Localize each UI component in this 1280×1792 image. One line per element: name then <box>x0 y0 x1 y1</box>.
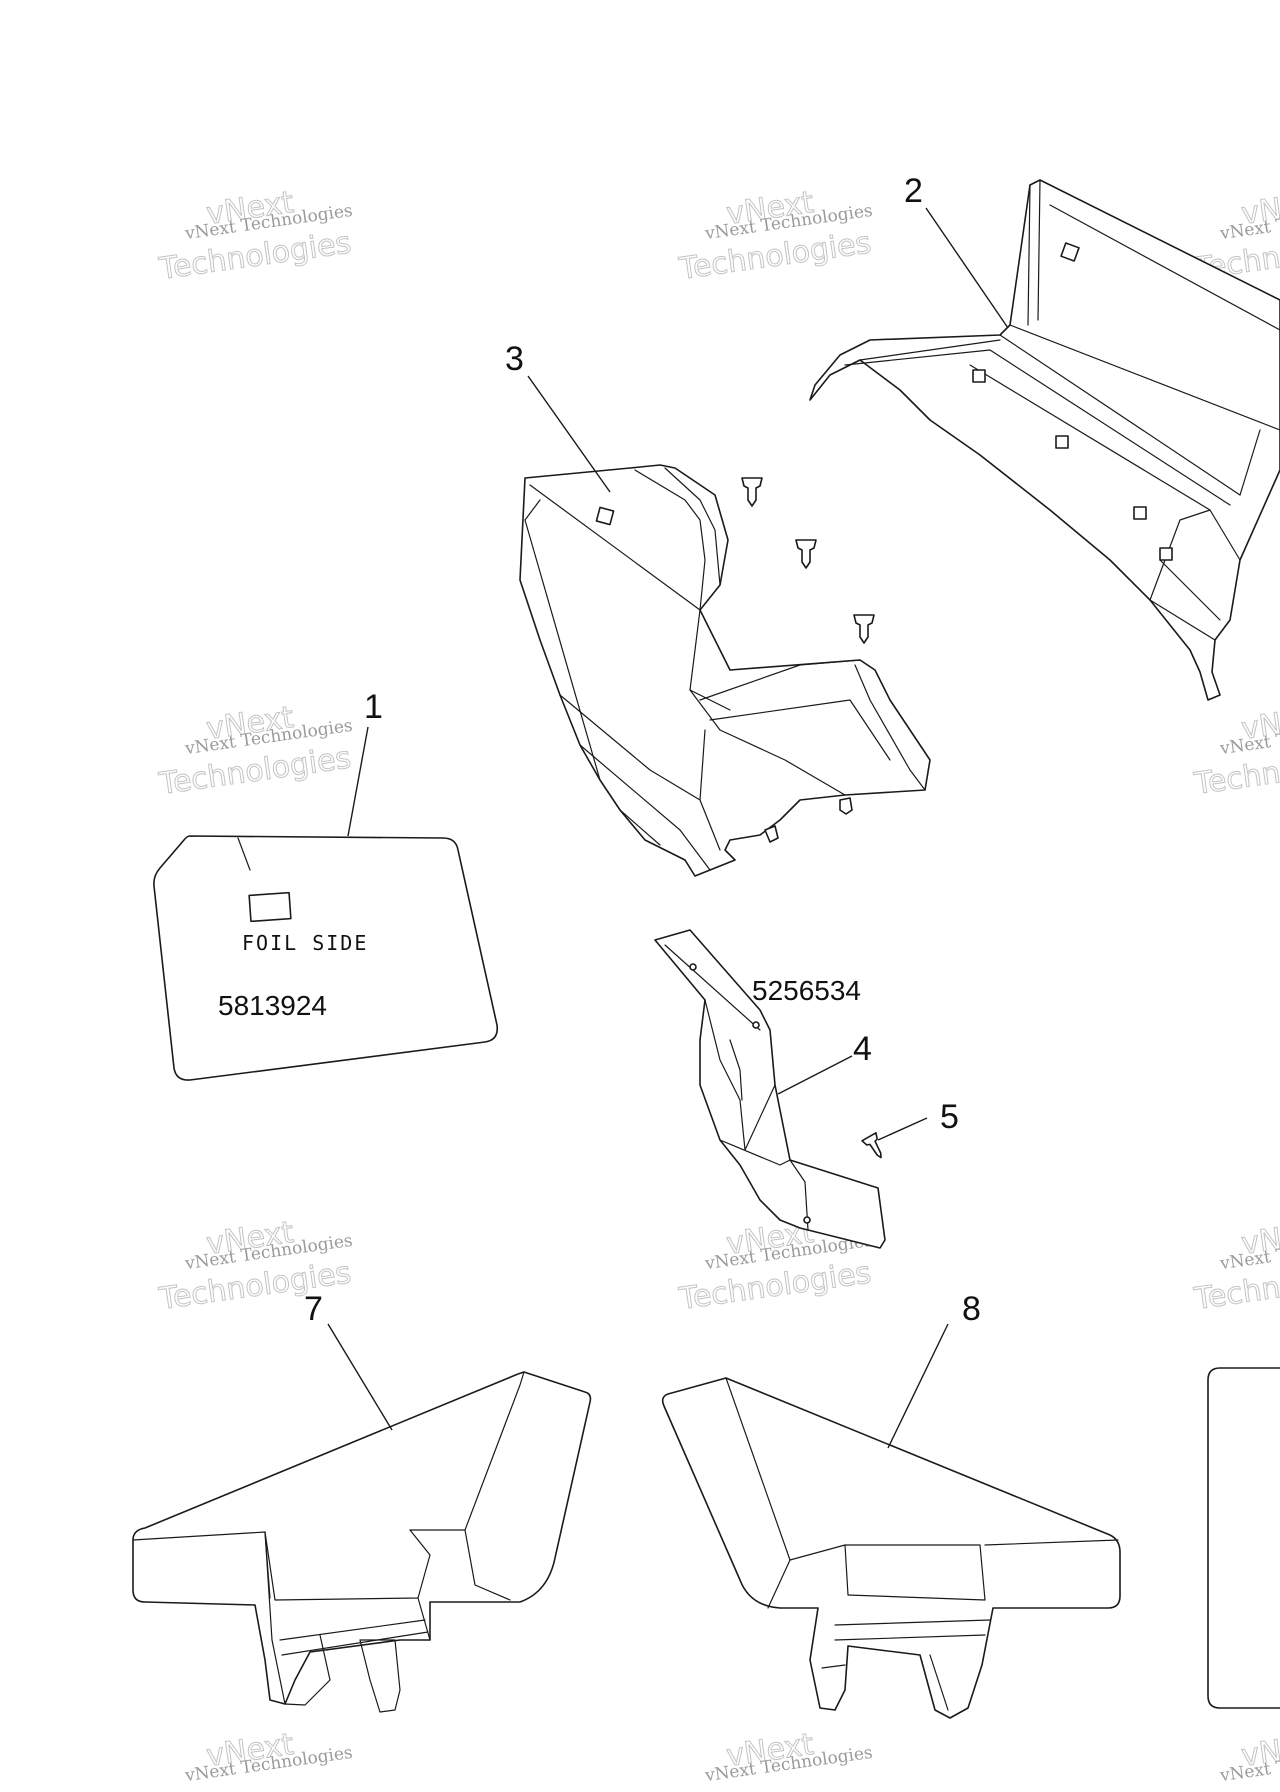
leader-line-7 <box>327 1323 393 1431</box>
callout-numbers: 2 3 1 4 5 7 8 <box>304 172 981 1328</box>
partial-part-right <box>1207 1367 1280 1709</box>
leader-line-8 <box>887 1323 949 1449</box>
watermark: vNext vNext Technologies <box>703 1726 874 1786</box>
part-7-lower-guard <box>132 1371 592 1713</box>
callout-7: 7 <box>304 1290 323 1328</box>
watermark: vNext vNext Technologies <box>1218 1726 1280 1786</box>
part-3-side-panel <box>519 464 931 877</box>
part-2-front-panel <box>809 179 1280 701</box>
callout-4: 4 <box>853 1030 872 1068</box>
watermark: vNext vNext Technologies Technologies <box>676 184 874 287</box>
bracket-part-number: 5256534 <box>752 975 861 1006</box>
decal-part-number: 5813924 <box>218 990 327 1021</box>
push-rivet-fastener <box>853 614 875 644</box>
decal-foil-side-label: FOIL SIDE <box>242 931 368 955</box>
part-4-bracket <box>654 929 886 1249</box>
push-rivet-fastener <box>795 539 817 569</box>
watermark: vNext vNext Technologies <box>183 1726 354 1786</box>
part-8-lower-guard <box>661 1377 1121 1719</box>
callout-3: 3 <box>505 340 524 378</box>
watermark: vNext vNext Technologies Technologies <box>1191 699 1280 802</box>
watermark: vNext vNext Technologies Technologies <box>1191 1214 1280 1317</box>
leader-line-5 <box>877 1117 928 1141</box>
watermark: vNext vNext Technologies Technologies <box>156 1214 354 1317</box>
leader-line-1 <box>347 726 369 837</box>
part-1-decal: FOIL SIDE 5813924 <box>153 835 499 1081</box>
leader-line-2 <box>925 207 1009 329</box>
callout-5: 5 <box>940 1098 959 1136</box>
watermark: vNext vNext Technologies Technologies <box>156 184 354 287</box>
leader-line-3 <box>527 375 611 493</box>
callout-2: 2 <box>904 172 923 210</box>
leader-lines <box>327 207 1009 1449</box>
push-rivet-fastener <box>741 477 763 507</box>
leader-line-4 <box>777 1055 853 1095</box>
watermark: vNext vNext Technologies Technologies <box>156 699 354 802</box>
callout-1: 1 <box>364 688 383 726</box>
callout-8: 8 <box>962 1290 981 1328</box>
part-5-screw <box>861 1132 882 1159</box>
